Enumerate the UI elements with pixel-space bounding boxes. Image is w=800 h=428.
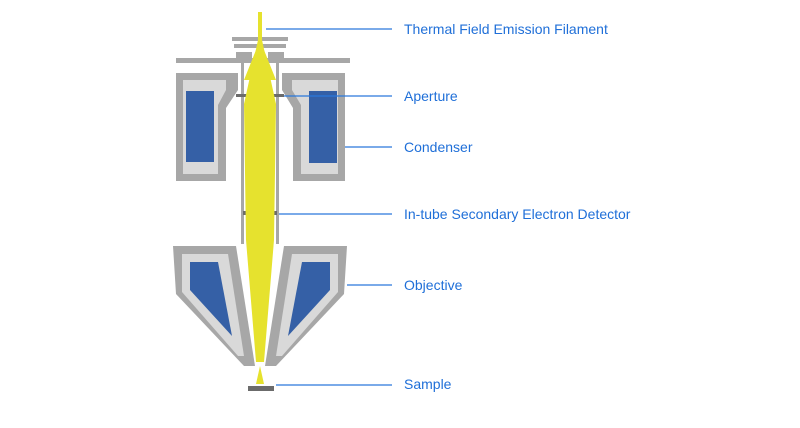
tube-wall-right bbox=[276, 60, 279, 244]
gun-block-right bbox=[268, 52, 284, 60]
condenser-lens-left bbox=[176, 73, 238, 181]
condenser-lens-right bbox=[282, 73, 345, 181]
label-detector: In-tube Secondary Electron Detector bbox=[404, 206, 631, 222]
beam-filament-line bbox=[258, 12, 262, 42]
label-aperture: Aperture bbox=[404, 88, 458, 104]
gun-block-left bbox=[236, 52, 252, 60]
label-filament: Thermal Field Emission Filament bbox=[404, 21, 608, 37]
objective-coil-left bbox=[190, 262, 232, 336]
beam-arrowhead bbox=[244, 40, 276, 80]
beam-tip bbox=[256, 366, 264, 384]
electron-beam bbox=[244, 12, 276, 384]
condenser-coil-right bbox=[309, 91, 337, 163]
tube-wall-left bbox=[241, 60, 244, 244]
objective-lens-right bbox=[265, 246, 347, 366]
objective-lens-left bbox=[173, 246, 255, 366]
leader-lines bbox=[266, 28, 392, 386]
label-sample: Sample bbox=[404, 376, 452, 392]
beam-cone bbox=[244, 38, 276, 362]
objective-coil-right bbox=[288, 262, 330, 336]
label-objective: Objective bbox=[404, 277, 463, 293]
condenser-coil-left bbox=[186, 91, 214, 162]
labels: Thermal Field Emission Filament Aperture… bbox=[404, 21, 631, 392]
label-condenser: Condenser bbox=[404, 139, 473, 155]
sample-stage bbox=[248, 386, 274, 391]
